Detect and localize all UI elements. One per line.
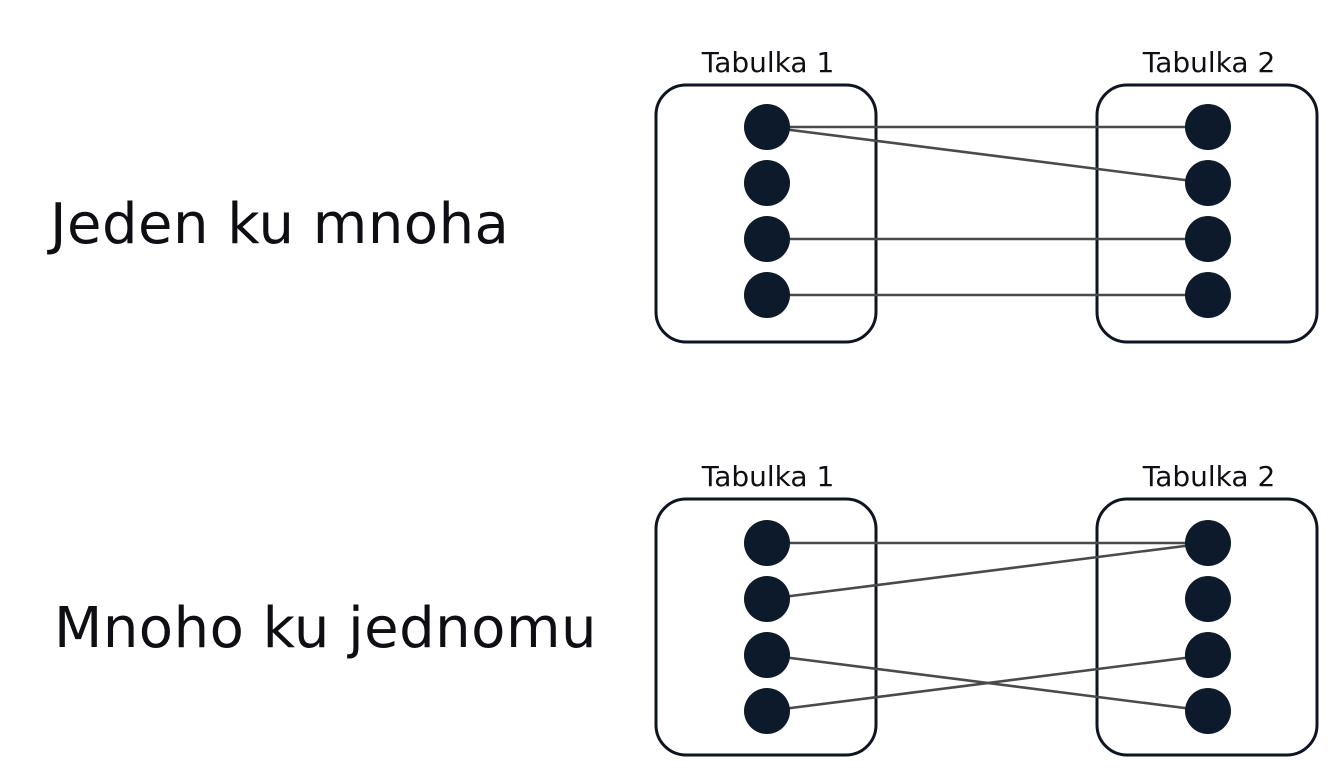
left-table-rows — [744, 104, 790, 318]
relationship-diagram: Tabulka 1 Tabulka 2 — [654, 46, 1319, 344]
left-row-dot — [744, 632, 790, 678]
connection-line — [766, 653, 1209, 713]
right-row-dot — [1185, 632, 1231, 678]
left-row-dot — [744, 688, 790, 734]
right-table-rows — [1185, 104, 1231, 318]
right-row-dot — [1185, 520, 1231, 566]
left-row-dot — [744, 520, 790, 566]
left-row-dot — [744, 104, 790, 150]
connection-lines — [766, 125, 1209, 297]
left-table-box — [654, 83, 878, 344]
right-row-dot — [1185, 160, 1231, 206]
left-row-dot — [744, 576, 790, 622]
right-row-dot — [1185, 104, 1231, 150]
left-row-dot — [744, 216, 790, 262]
connection-line — [766, 541, 1209, 601]
right-table-rows — [1185, 520, 1231, 734]
right-row-dot — [1185, 688, 1231, 734]
right-row-dot — [1185, 272, 1231, 318]
right-row-dot — [1185, 216, 1231, 262]
connection-lines — [766, 541, 1209, 713]
left-table-box — [654, 497, 878, 757]
left-table-title: Tabulka 1 — [701, 46, 835, 79]
relationship-diagram: Tabulka 1 Tabulka 2 — [654, 460, 1319, 757]
left-row-dot — [744, 272, 790, 318]
right-row-dot — [1185, 576, 1231, 622]
left-row-dot — [744, 160, 790, 206]
left-table-rows — [744, 520, 790, 734]
connection-line — [766, 125, 1209, 185]
right-table-title: Tabulka 2 — [1142, 460, 1276, 493]
section-label: Jeden ku mnoha — [50, 192, 510, 257]
right-table-box — [1095, 83, 1319, 344]
right-table-title: Tabulka 2 — [1142, 46, 1276, 79]
left-table-title: Tabulka 1 — [701, 460, 835, 493]
section-label: Mnoho ku jednomu — [54, 596, 597, 661]
right-table-box — [1095, 497, 1319, 757]
diagram-many-to-one: Mnoho ku jednomu Tabulka 1 Tabulka 2 — [0, 392, 1340, 784]
diagram-one-to-many: Jeden ku mnoha Tabulka 1 Tabulka 2 — [50, 46, 1319, 344]
